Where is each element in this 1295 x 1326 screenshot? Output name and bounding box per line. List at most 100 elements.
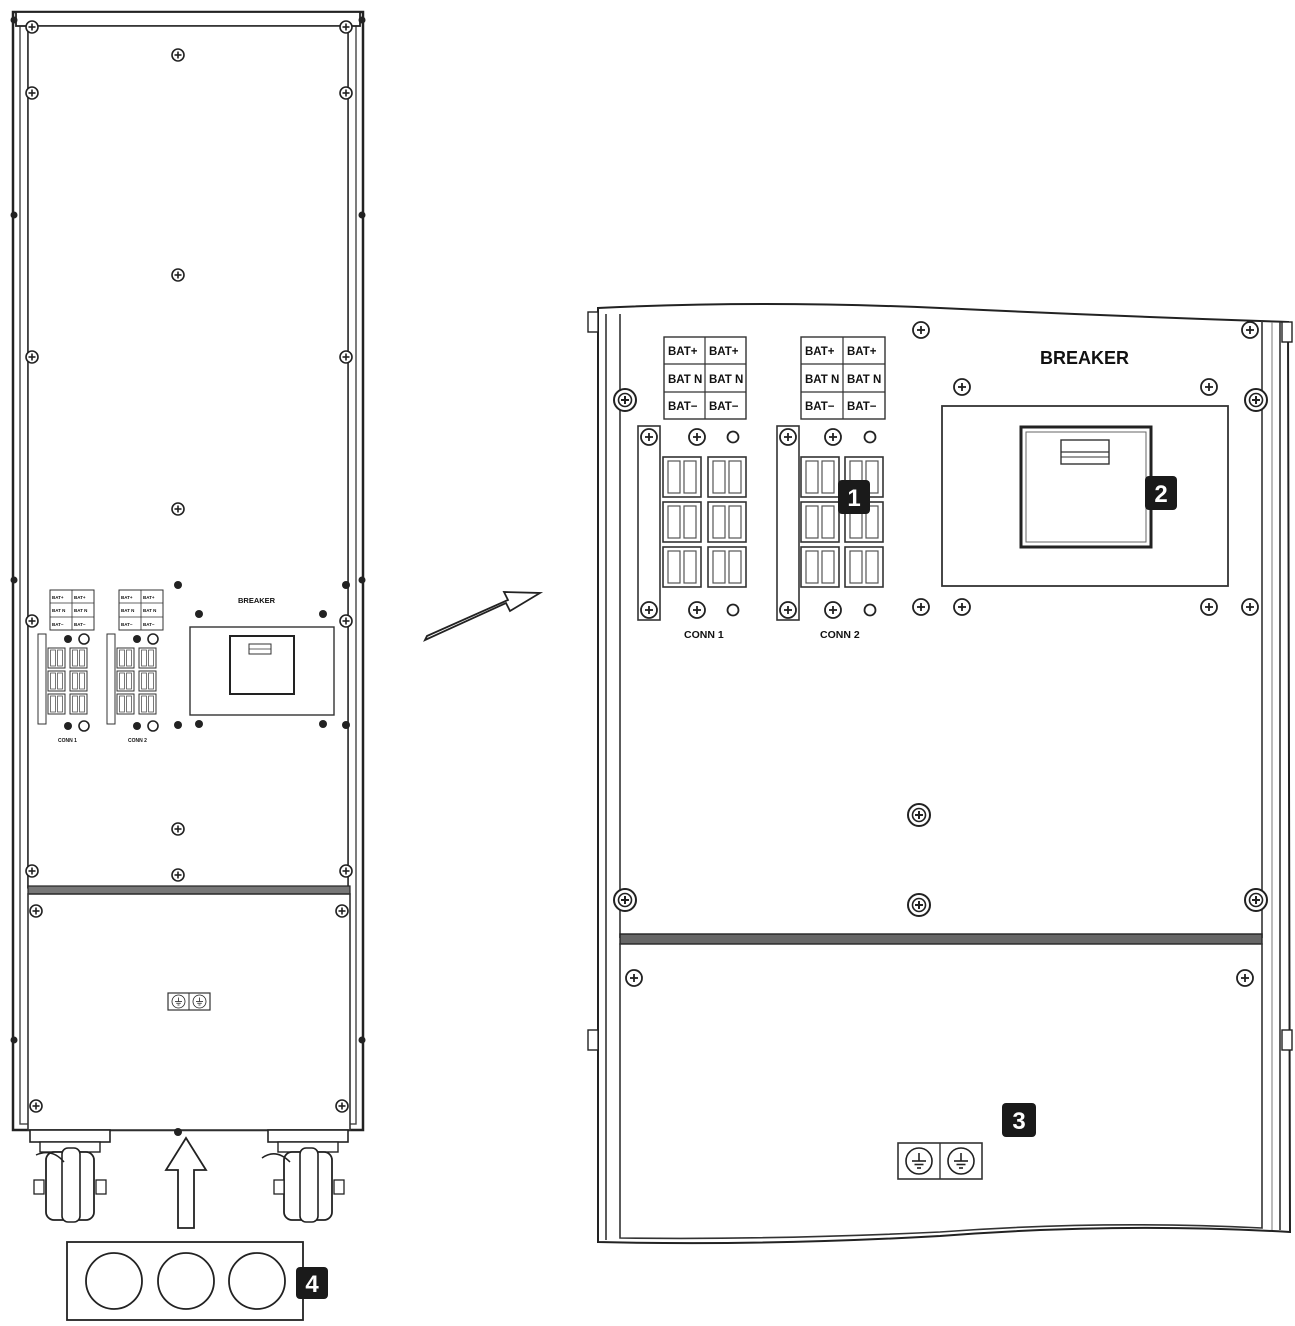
screw-icon <box>1244 888 1268 912</box>
ground-terminal <box>897 1142 983 1180</box>
screw-icon <box>25 614 39 628</box>
connector-conn2-small: CONN 2 <box>106 633 159 744</box>
screw-icon <box>779 601 797 619</box>
screw-icon <box>613 888 637 912</box>
callout-badge-4: 4 <box>296 1267 328 1299</box>
screw-icon <box>1244 388 1268 412</box>
terminal-label: BAT N <box>52 608 65 613</box>
ground-symbol-icon <box>192 994 207 1009</box>
screw-icon <box>613 388 637 412</box>
terminal-label: BAT− <box>709 401 739 413</box>
callout-badge-2: 2 <box>1145 476 1177 510</box>
screw-icon <box>953 378 971 396</box>
terminal-label: BAT N <box>668 374 702 386</box>
terminal-label: BAT− <box>805 401 835 413</box>
cabinet-full-view: BAT+ BAT+ BAT N BAT N BAT− BAT− BAT+ BAT… <box>10 10 366 1321</box>
screw-icon <box>29 1099 43 1113</box>
screw-icon <box>25 20 39 34</box>
screw-icon <box>824 428 842 446</box>
screw-icon <box>640 428 658 446</box>
screw-icon <box>171 502 185 516</box>
screw-icon <box>171 268 185 282</box>
terminal-label: BAT− <box>121 622 133 627</box>
lower-panel <box>27 893 351 1131</box>
screw-icon <box>29 904 43 918</box>
screw-icon <box>907 893 931 917</box>
screw-icon <box>171 822 185 836</box>
terminal-label: BAT N <box>805 374 839 386</box>
detail-view: BAT+ BAT+ BAT N BAT N BAT− BAT− BAT+ BAT… <box>587 303 1293 1245</box>
screw-icon <box>339 350 353 364</box>
screw-icon <box>688 428 706 446</box>
screw-icon <box>907 803 931 827</box>
screw-icon <box>625 969 643 987</box>
callout-number: 4 <box>305 1271 319 1298</box>
knockout-hole <box>228 1252 286 1310</box>
caster-right <box>261 1129 349 1223</box>
terminal-label: BAT N <box>847 374 881 386</box>
screw-icon <box>25 350 39 364</box>
screw-icon <box>779 428 797 446</box>
screw-icon <box>339 86 353 100</box>
terminal-label: BAT N <box>709 374 743 386</box>
screw-icon <box>25 864 39 878</box>
pointer-arrow-icon <box>164 1136 208 1229</box>
screw-icon <box>171 48 185 62</box>
terminal-label: BAT N <box>143 608 156 613</box>
screw-icon <box>335 904 349 918</box>
pointer-arrow-icon <box>423 591 544 642</box>
callout-number: 1 <box>847 485 860 512</box>
lower-panel-detail <box>619 943 1263 1240</box>
connector-caption: CONN 1 <box>684 629 724 641</box>
connector-conn2: CONN 2 <box>776 425 884 641</box>
knockout-hole <box>157 1252 215 1310</box>
connector-caption: CONN 2 <box>820 629 860 641</box>
screw-icon <box>339 614 353 628</box>
screw-icon <box>953 598 971 616</box>
terminal-label: BAT+ <box>121 595 133 600</box>
caster-left <box>29 1129 111 1223</box>
screw-icon <box>912 598 930 616</box>
connector-conn1-small: CONN 1 <box>37 633 90 744</box>
screw-icon <box>1241 598 1259 616</box>
callout-badge-3: 3 <box>1002 1103 1036 1137</box>
screw-icon <box>171 868 185 882</box>
terminal-label: BAT− <box>74 622 86 627</box>
breaker-label: BREAKER <box>1040 348 1129 368</box>
terminal-area-small: BAT+ BAT+ BAT N BAT N BAT− BAT− BAT+ BAT… <box>37 581 350 744</box>
ground-symbol-icon <box>171 994 186 1009</box>
terminal-block-conn1: BAT+ BAT+ BAT N BAT N BAT− BAT− <box>663 336 747 420</box>
callout-number: 2 <box>1154 481 1167 508</box>
ground-symbol-icon <box>947 1147 975 1175</box>
screw-icon <box>25 86 39 100</box>
terminal-block-conn2: BAT+ BAT+ BAT N BAT N BAT− BAT− <box>800 336 886 420</box>
terminal-label: BAT+ <box>847 346 877 358</box>
screw-icon <box>688 601 706 619</box>
terminal-label: BAT N <box>121 608 134 613</box>
callout-number: 3 <box>1012 1108 1025 1135</box>
terminal-label: BAT+ <box>709 346 739 358</box>
knockout-hole <box>85 1252 143 1310</box>
ground-terminal-small <box>167 992 211 1011</box>
terminal-label: BAT+ <box>668 346 698 358</box>
screw-icon <box>339 20 353 34</box>
screw-icon <box>339 864 353 878</box>
screw-icon <box>640 601 658 619</box>
screw-icon <box>1200 598 1218 616</box>
terminal-label: BAT+ <box>52 595 64 600</box>
terminal-block-conn1-small: BAT+ BAT+ BAT N BAT N BAT− BAT− <box>49 589 95 631</box>
cable-knockout-panel <box>66 1241 304 1321</box>
terminal-label: BAT− <box>52 622 64 627</box>
panel-divider <box>619 933 1263 945</box>
terminal-label: BAT− <box>143 622 155 627</box>
connector-caption: CONN 2 <box>128 738 147 744</box>
terminal-label: BAT+ <box>805 346 835 358</box>
screw-icon <box>824 601 842 619</box>
connector-conn1: CONN 1 <box>637 425 747 641</box>
terminal-label: BAT+ <box>143 595 155 600</box>
screw-icon <box>1236 969 1254 987</box>
breaker-label: BREAKER <box>238 596 276 605</box>
terminal-label: BAT− <box>847 401 877 413</box>
terminal-label: BAT+ <box>74 595 86 600</box>
